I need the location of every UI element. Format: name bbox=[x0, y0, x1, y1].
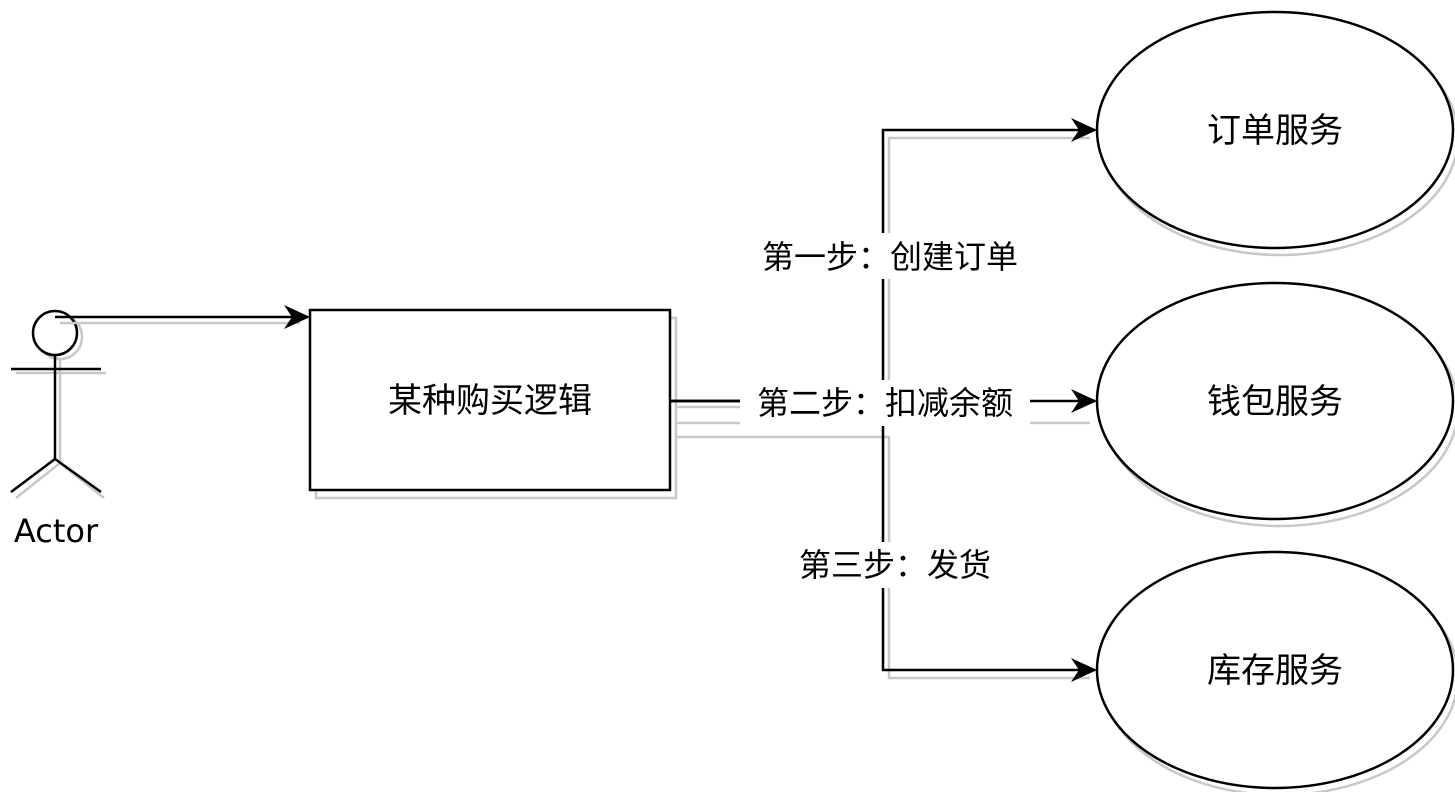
actor-to-process-edge[interactable] bbox=[55, 305, 310, 329]
edge-to-inventory-service[interactable] bbox=[671, 399, 1097, 682]
wallet-service-label: 钱包服务 bbox=[1207, 382, 1343, 422]
step2-label-group: 第二步：扣减余额 bbox=[740, 380, 1030, 426]
wallet-service-node[interactable]: 钱包服务 bbox=[1095, 281, 1455, 528]
step1-label-group: 第一步：创建订单 bbox=[745, 233, 1035, 279]
step3-label-group: 第三步：发货 bbox=[788, 542, 1002, 588]
step3-label: 第三步：发货 bbox=[799, 546, 991, 584]
step1-label: 第一步：创建订单 bbox=[762, 238, 1018, 276]
order-service-label: 订单服务 bbox=[1207, 111, 1343, 151]
actor-label: Actor bbox=[14, 512, 99, 550]
process-box[interactable]: 某种购买逻辑 bbox=[308, 308, 678, 500]
inventory-service-label: 库存服务 bbox=[1207, 651, 1343, 691]
actor[interactable]: Actor bbox=[10, 309, 106, 550]
order-service-node[interactable]: 订单服务 bbox=[1095, 10, 1455, 257]
process-label: 某种购买逻辑 bbox=[388, 381, 592, 421]
step2-label: 第二步：扣减余额 bbox=[757, 384, 1013, 422]
inventory-service-node[interactable]: 库存服务 bbox=[1095, 550, 1455, 792]
